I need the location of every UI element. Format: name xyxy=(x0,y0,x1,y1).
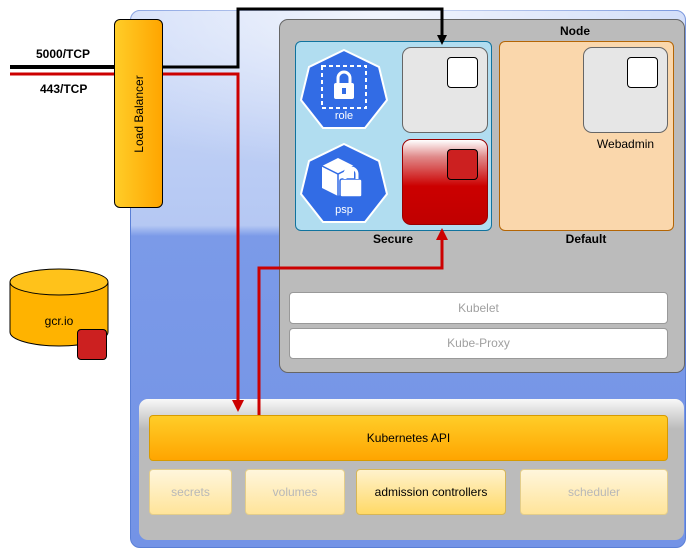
lb-to-api-arrow xyxy=(163,72,244,412)
kubelet-bar[interactable]: Kubelet xyxy=(289,292,668,324)
secure-pod-red-container[interactable] xyxy=(447,149,478,180)
registry-image-container[interactable] xyxy=(77,329,107,360)
load-balancer[interactable]: Load Balancer xyxy=(114,19,163,208)
kube-proxy-bar[interactable]: Kube-Proxy xyxy=(289,328,668,359)
api-to-pod-arrow xyxy=(257,228,448,415)
default-namespace-label: Default xyxy=(565,232,607,246)
webadmin-container[interactable] xyxy=(627,57,658,88)
lb-to-pod-arrow xyxy=(163,7,447,69)
kubernetes-api[interactable]: Kubernetes API xyxy=(149,415,668,461)
port-443-label: 443/TCP xyxy=(40,82,88,96)
volumes-component[interactable]: volumes xyxy=(245,469,345,515)
secrets-component[interactable]: secrets xyxy=(149,469,232,515)
webadmin-label: Webadmin xyxy=(596,137,655,151)
secure-namespace-label: Secure xyxy=(372,232,414,246)
registry-label: gcr.io xyxy=(44,314,74,328)
admission-controllers-component[interactable]: admission controllers xyxy=(356,469,506,515)
scheduler-component[interactable]: scheduler xyxy=(520,469,668,515)
role-icon-label: role xyxy=(334,110,354,122)
psp-icon-label: psp xyxy=(335,204,353,216)
port-5000-label: 5000/TCP xyxy=(36,47,91,61)
secure-pod-container[interactable] xyxy=(447,57,478,88)
node-title: Node xyxy=(560,24,590,38)
